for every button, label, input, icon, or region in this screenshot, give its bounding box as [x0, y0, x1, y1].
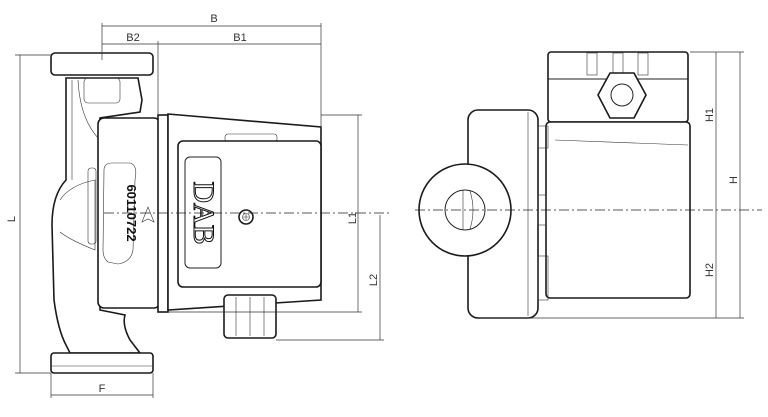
dim-label-l1: L1: [347, 212, 359, 224]
dimension-lines-side: [480, 51, 744, 319]
motor-collar: [157, 114, 169, 313]
dim-label-b1: B1: [233, 32, 246, 44]
front-view: 60110722 DAB: [6, 13, 390, 398]
side-view: H1 H H2: [415, 51, 762, 319]
dab-logo-plate: [184, 156, 222, 269]
bottom-flange: [50, 352, 154, 374]
flow-arrow-icon: [141, 206, 155, 223]
dim-label-f: F: [99, 383, 106, 395]
dim-label-b: B: [210, 13, 217, 25]
dimension-lines-front: [15, 23, 384, 398]
dim-label-l: L: [6, 216, 18, 222]
dim-label-h: H: [728, 176, 740, 184]
dim-label-h2: H2: [704, 263, 716, 277]
pump-hydraulic-body: [51, 77, 143, 354]
dim-label-h1: H1: [704, 108, 716, 122]
dim-label-b2: B2: [126, 32, 139, 44]
dim-label-l2: L2: [368, 274, 380, 286]
cable-gland-nut: [597, 72, 647, 119]
